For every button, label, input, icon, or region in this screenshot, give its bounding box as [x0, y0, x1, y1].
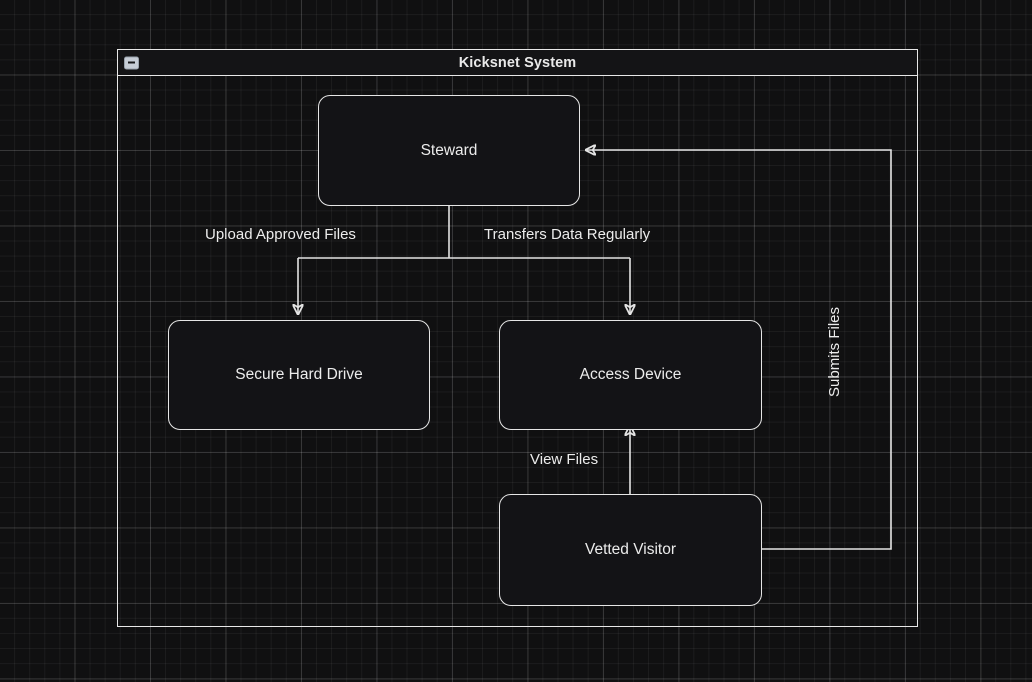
edge-label-submits-files: Submits Files — [826, 306, 843, 397]
system-titlebar: Kicksnet System — [118, 50, 917, 76]
node-secure-hard-drive[interactable]: Secure Hard Drive — [168, 320, 430, 430]
edge-label-upload-approved-files: Upload Approved Files — [205, 226, 356, 243]
node-steward-label: Steward — [420, 141, 478, 159]
page-title: Kicksnet System — [458, 54, 577, 71]
node-access-device[interactable]: Access Device — [499, 320, 762, 430]
minimize-icon[interactable] — [124, 56, 139, 69]
node-secure-hard-drive-label: Secure Hard Drive — [235, 366, 363, 383]
edge-label-transfers-data-regularly: Transfers Data Regularly — [484, 226, 651, 243]
edge-label-view-files: View Files — [530, 451, 599, 468]
node-steward[interactable]: Steward — [318, 95, 580, 206]
node-vetted-visitor[interactable]: Vetted Visitor — [499, 494, 762, 606]
node-access-device-label: Access Device — [579, 366, 682, 383]
system-container: Kicksnet System — [117, 49, 918, 627]
node-vetted-visitor-label: Vetted Visitor — [584, 541, 677, 558]
